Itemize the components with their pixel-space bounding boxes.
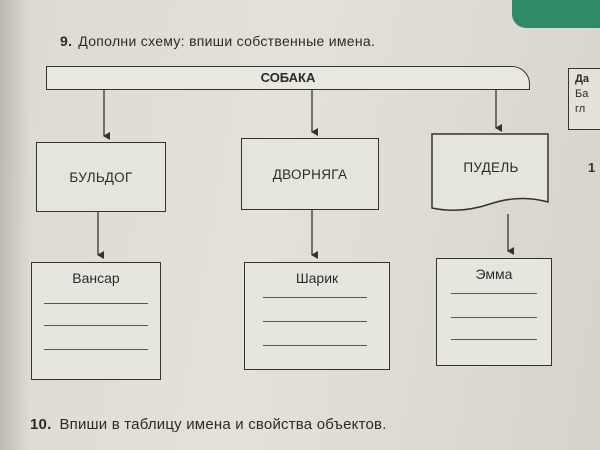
side-note-line-2: Ба: [575, 88, 589, 100]
write-line: [263, 297, 367, 298]
task-9-text: Дополни схему: впиши собственные имена.: [78, 33, 376, 49]
side-note-line-3: гл: [575, 103, 586, 115]
task-10-heading: 10. Впиши в таблицу имена и свойства объе…: [30, 416, 387, 433]
root-concept-banner: СОБАКА: [46, 66, 530, 90]
breed-label: ПУДЕЛЬ: [463, 159, 519, 175]
breed-box-mongrel: ДВОРНЯГА: [241, 138, 379, 210]
side-task-number: 1: [588, 160, 596, 175]
breed-label: ДВОРНЯГА: [272, 166, 348, 182]
dog-name: Шарик: [295, 270, 339, 286]
task-10-text: Впиши в таблицу имена и свойства объекто…: [59, 416, 387, 433]
write-line: [44, 325, 148, 326]
breed-box-poodle: ПУДЕЛЬ: [432, 134, 550, 200]
task-9-number: 9.: [60, 33, 73, 49]
name-box-poodle: Эмма: [436, 258, 552, 366]
dog-name: Вансар: [72, 270, 120, 286]
write-line: [451, 317, 537, 318]
green-corner-decoration: [512, 0, 600, 28]
write-line: [44, 303, 148, 304]
dog-name: Эмма: [475, 266, 513, 282]
side-note-line-1: Да: [575, 73, 589, 85]
breed-box-bulldog: БУЛЬДОГ: [36, 142, 166, 212]
write-line: [263, 345, 367, 346]
breed-box-poodle-outline: [431, 133, 549, 211]
page-shadow: [0, 0, 30, 450]
write-line: [44, 349, 148, 350]
name-box-bulldog: Вансар: [31, 262, 161, 380]
side-note-box: Да Ба гл: [568, 68, 600, 130]
write-line: [451, 339, 537, 340]
task-10-number: 10.: [30, 416, 52, 433]
breed-label: БУЛЬДОГ: [69, 169, 133, 185]
write-line: [263, 321, 367, 322]
write-line: [451, 293, 537, 294]
name-box-mongrel: Шарик: [244, 262, 390, 370]
task-9-heading: 9. Дополни схему: впиши собственные имена…: [60, 33, 375, 49]
